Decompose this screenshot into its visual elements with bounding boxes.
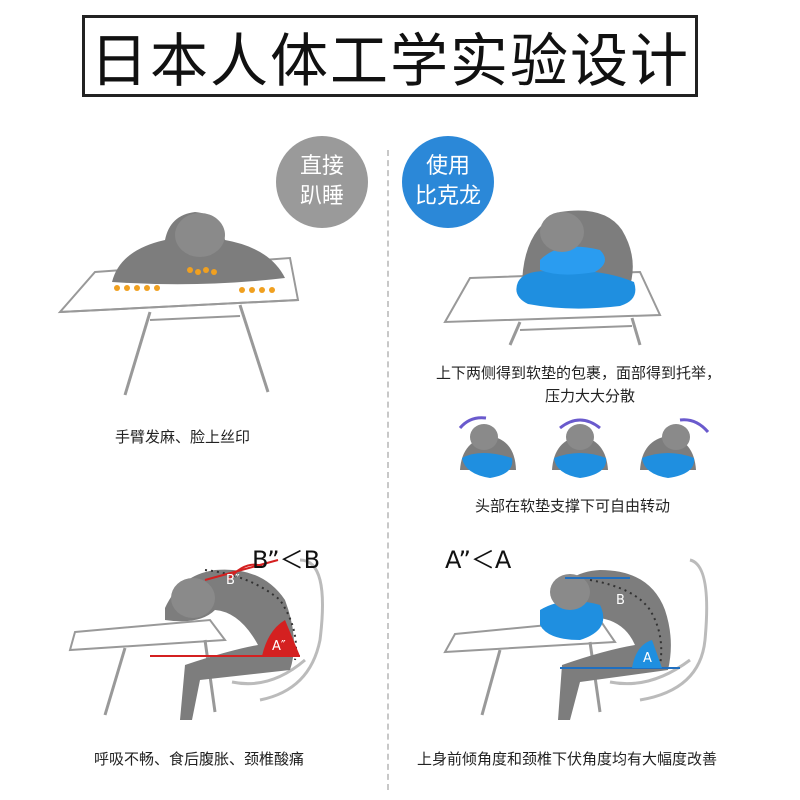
desk-sleep-left-illustration (57, 212, 300, 396)
pressure-points (114, 267, 275, 293)
title-box: 日本人体工学实验设计 (82, 15, 698, 97)
head-rotation-illustrations (458, 416, 710, 478)
rotation-caption: 头部在软垫支撑下可自由转动 (475, 497, 671, 515)
right-bottom-caption: 上身前倾角度和颈椎下伏角度均有大幅度改善 (417, 750, 718, 768)
badge-line2: 比克龙 (414, 184, 481, 209)
angle-a-label-right: A (643, 651, 652, 666)
posture-without-pillow-illustration (68, 558, 324, 720)
desk-sleep-pillow-illustration (443, 210, 662, 346)
direct-sleep-badge: 直接 趴睡 (276, 136, 368, 228)
posture-with-pillow-illustration (443, 558, 709, 720)
right-caption-line1: 上下两侧得到软垫的包裹，面部得到托举， (436, 364, 722, 382)
badge-line1: 直接 (299, 154, 344, 179)
angle-a-label-left: A″ (272, 639, 286, 654)
left-bottom-caption: 呼吸不畅、食后腹胀、颈椎酸痛 (94, 750, 305, 768)
badge-line1: 使用 (425, 154, 470, 179)
angle-b-label-left: B″ (226, 573, 240, 588)
right-caption-line2: 压力大大分散 (545, 387, 636, 405)
badge-line2: 趴睡 (299, 184, 344, 209)
left-top-caption: 手臂发麻、脸上丝印 (115, 428, 251, 446)
right-angle-ratio: A”＜A (445, 546, 512, 574)
angle-b-label-right: B (616, 593, 625, 608)
center-divider (387, 150, 389, 790)
left-angle-ratio: B”＜B (252, 546, 321, 574)
page-title: 日本人体工学实验设计 (89, 27, 690, 95)
use-pillow-badge: 使用 比克龙 (402, 136, 494, 228)
